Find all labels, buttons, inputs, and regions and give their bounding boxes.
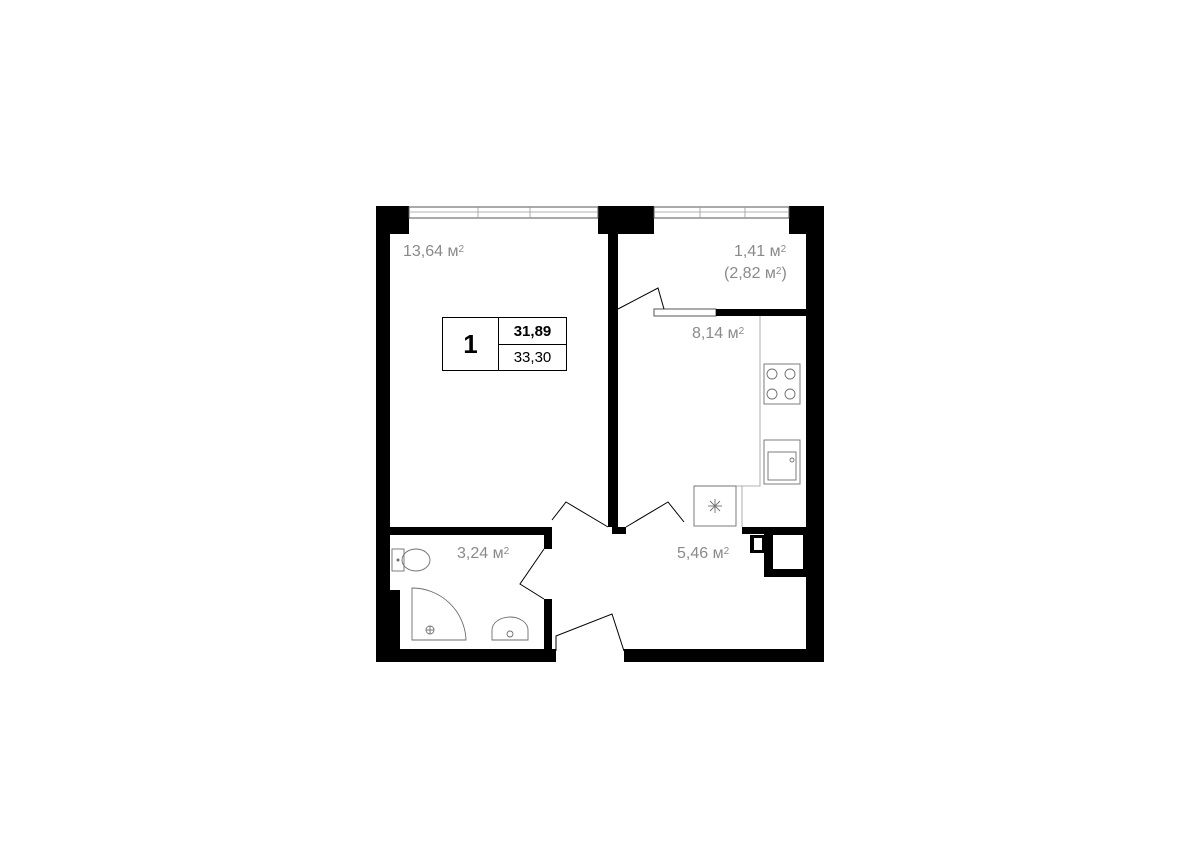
wall-living-bath [388, 527, 552, 535]
door-hall-kitchen [625, 501, 685, 528]
total-area: 33,30 [513, 349, 552, 366]
window-balcony [653, 206, 790, 219]
living-room-area: 13,64 м2 [403, 243, 465, 260]
door-hall-living [551, 501, 609, 528]
kitchen-counter [741, 316, 761, 527]
living-area-total: 31,89 [499, 318, 566, 345]
wall-kitchen-hall [612, 527, 626, 534]
apartment-summary-badge: 1 31,89 33,30 [442, 317, 567, 371]
wall-left [376, 206, 390, 662]
wall-bottom-right [624, 649, 824, 662]
kitchen-area: 8,14 м2 [692, 325, 745, 342]
wall-right [806, 206, 824, 662]
window-kitchen-balcony [653, 308, 717, 317]
door-bath [519, 548, 545, 600]
hallway-area: 5,46 м2 [677, 545, 730, 562]
doors [519, 287, 685, 652]
wall-bottom-left [376, 649, 556, 662]
wall-bath-hall-upper [544, 527, 552, 549]
balcony-area: 1,41 м2 [734, 243, 787, 260]
balcony-area-full: (2,82 м2) [724, 265, 787, 282]
fridge-icon [693, 485, 737, 527]
wall-living-kitchen [608, 232, 618, 527]
wall-bath-hall-lower [544, 599, 552, 651]
windows [408, 206, 790, 317]
door-kitchen-balcony [617, 287, 665, 310]
kitchen-fixtures [693, 316, 801, 527]
bathroom-fixtures [391, 548, 529, 641]
door-entrance [555, 613, 625, 652]
interior-walls [388, 232, 808, 651]
shower-icon [411, 587, 467, 641]
wall-balcony-kitchen [716, 309, 808, 316]
stove-icon [763, 363, 801, 405]
rooms-count: 1 [443, 318, 499, 370]
kitchen-sink-icon [763, 439, 801, 485]
toilet-icon [391, 548, 431, 572]
window-living [408, 206, 599, 219]
wall-bath-left-stub [388, 590, 400, 650]
sink-icon [491, 616, 529, 641]
wall-top-mid-pier [598, 206, 654, 234]
exterior-walls [376, 206, 824, 662]
bathroom-area: 3,24 м2 [457, 545, 510, 562]
